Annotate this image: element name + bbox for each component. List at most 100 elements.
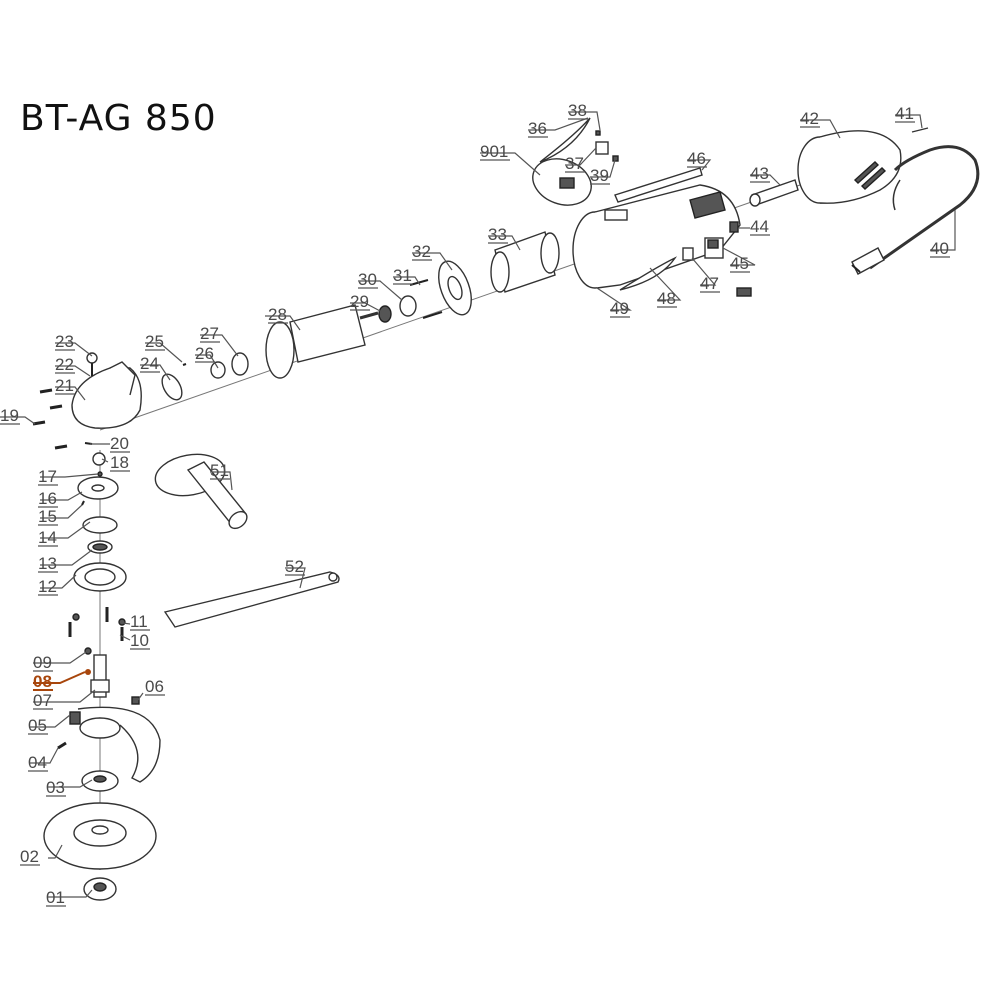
part-03-inner-flange[interactable]	[81, 770, 119, 792]
part-15-key[interactable]	[81, 500, 85, 506]
part-14-bearing-plate[interactable]	[82, 516, 118, 534]
part-30-bearing-seat[interactable]	[399, 295, 417, 317]
part-label-32[interactable]: 32	[412, 242, 432, 261]
part-label-15[interactable]: 15	[38, 507, 58, 526]
part-32-baffle-plate[interactable]	[432, 257, 477, 319]
part-label-02[interactable]: 02	[20, 847, 40, 866]
part-label-21[interactable]: 21	[55, 376, 75, 395]
part-label-05[interactable]: 05	[28, 716, 48, 735]
part-label-23[interactable]: 23	[55, 332, 75, 351]
part-43-bearing-sleeve[interactable]	[749, 179, 799, 207]
part-48-label[interactable]	[619, 256, 678, 291]
part-05-wheel-guard[interactable]	[69, 706, 161, 783]
part-label-42[interactable]: 42	[800, 109, 820, 128]
part-label-40[interactable]: 40	[930, 239, 950, 258]
part-label-44[interactable]: 44	[750, 217, 770, 236]
part-label-52[interactable]: 52	[285, 557, 305, 576]
part-47b-terminal[interactable]	[736, 287, 752, 297]
part-26-bearing[interactable]	[210, 361, 226, 379]
part-label-04[interactable]: 04	[28, 753, 48, 772]
part-label-16[interactable]: 16	[38, 489, 58, 508]
part-46-switch-rod[interactable]	[614, 167, 703, 203]
part-47-carbon-brush[interactable]	[682, 247, 694, 261]
part-label-06[interactable]: 06	[145, 677, 165, 696]
part-12-bearing-flange[interactable]	[73, 562, 127, 592]
part-51-side-handle[interactable]	[152, 449, 250, 532]
part-13-bearing[interactable]	[87, 540, 113, 554]
part-44-clip[interactable]	[729, 221, 739, 233]
part-19-screws[interactable]	[32, 388, 68, 450]
part-label-22[interactable]: 22	[55, 355, 75, 374]
part-label-45[interactable]: 45	[730, 254, 750, 273]
part-label-36[interactable]: 36	[528, 119, 548, 138]
part-39-screw[interactable]	[612, 155, 619, 162]
part-label-03[interactable]: 03	[46, 778, 66, 797]
part-label-901[interactable]: 901	[480, 142, 510, 161]
part-label-48[interactable]: 48	[657, 289, 677, 308]
part-37-switch-button[interactable]	[595, 141, 609, 155]
part-label-25[interactable]: 25	[145, 332, 165, 351]
part-24-bearing-plate[interactable]	[158, 371, 186, 403]
part-45-brush-holder[interactable]	[704, 237, 724, 259]
part-label-13[interactable]: 13	[38, 554, 58, 573]
part-01-outer-nut[interactable]	[83, 877, 117, 901]
part-label-18[interactable]: 18	[110, 453, 130, 472]
part-label-24[interactable]: 24	[140, 354, 160, 373]
part-52-spanner-wrench[interactable]	[163, 571, 340, 628]
part-label-30[interactable]: 30	[358, 270, 378, 289]
part-label-31[interactable]: 31	[393, 266, 413, 285]
part-label-29[interactable]: 29	[350, 292, 370, 311]
part-label-28[interactable]: 28	[268, 305, 288, 324]
part-label-43[interactable]: 43	[750, 164, 770, 183]
part-label-12[interactable]: 12	[38, 577, 58, 596]
part-label-26[interactable]: 26	[195, 344, 215, 363]
part-label-19[interactable]: 19	[0, 406, 20, 425]
part-36-cover-plate[interactable]	[539, 117, 591, 163]
part-06-screw[interactable]	[131, 696, 140, 705]
part-label-01[interactable]: 01	[46, 888, 66, 907]
part-label-27[interactable]: 27	[200, 324, 220, 343]
part-label-41[interactable]: 41	[895, 104, 915, 123]
part-41-screw[interactable]	[911, 127, 929, 133]
part-label-07[interactable]: 07	[33, 691, 53, 710]
part-label-08[interactable]: 08	[33, 672, 53, 691]
part-label-49[interactable]: 49	[610, 299, 630, 318]
part-49-motor-housing[interactable]	[572, 184, 741, 289]
part-21-gear-housing[interactable]	[71, 361, 142, 429]
part-label-11[interactable]: 11	[130, 612, 150, 631]
part-number-text: 37	[565, 154, 584, 173]
part-18-bevel-gear-pinion[interactable]	[92, 452, 106, 466]
part-11-washers[interactable]	[72, 613, 126, 626]
part-label-37[interactable]: 37	[565, 154, 585, 173]
part-29-bearing[interactable]	[378, 305, 392, 323]
part-label-47[interactable]: 47	[700, 274, 720, 293]
part-label-46[interactable]: 46	[687, 149, 707, 168]
part-08-key[interactable]	[85, 669, 91, 675]
part-label-39[interactable]: 39	[590, 166, 610, 185]
part-17-nut[interactable]	[97, 471, 103, 477]
part-10-screws[interactable]	[68, 607, 124, 641]
part-label-14[interactable]: 14	[38, 528, 58, 547]
part-02-grinding-disc[interactable]	[43, 802, 157, 870]
part-label-20[interactable]: 20	[110, 434, 130, 453]
part-23-spindle-lock-button[interactable]	[86, 352, 98, 364]
part-28-armature[interactable]	[265, 304, 379, 379]
part-label-10[interactable]: 10	[130, 631, 150, 650]
part-25-pin[interactable]	[182, 363, 187, 366]
part-04-screw[interactable]	[57, 741, 67, 750]
part-27-bearing[interactable]	[231, 352, 249, 376]
part-label-33[interactable]: 33	[488, 225, 508, 244]
part-42-rear-cover[interactable]	[797, 130, 902, 204]
part-09-washer[interactable]	[84, 647, 92, 655]
part-07-spindle[interactable]	[90, 654, 110, 698]
part-label-51[interactable]: 51	[210, 461, 230, 480]
part-label-38[interactable]: 38	[568, 101, 588, 120]
part-901-switch-assembly[interactable]	[526, 151, 597, 213]
part-40-power-cable[interactable]	[851, 145, 980, 275]
part-33-stator[interactable]	[490, 231, 560, 293]
part-38-spring[interactable]	[595, 130, 601, 136]
part-16-bevel-gear[interactable]	[77, 476, 119, 500]
part-label-09[interactable]: 09	[33, 653, 53, 672]
part-label-17[interactable]: 17	[38, 467, 58, 486]
